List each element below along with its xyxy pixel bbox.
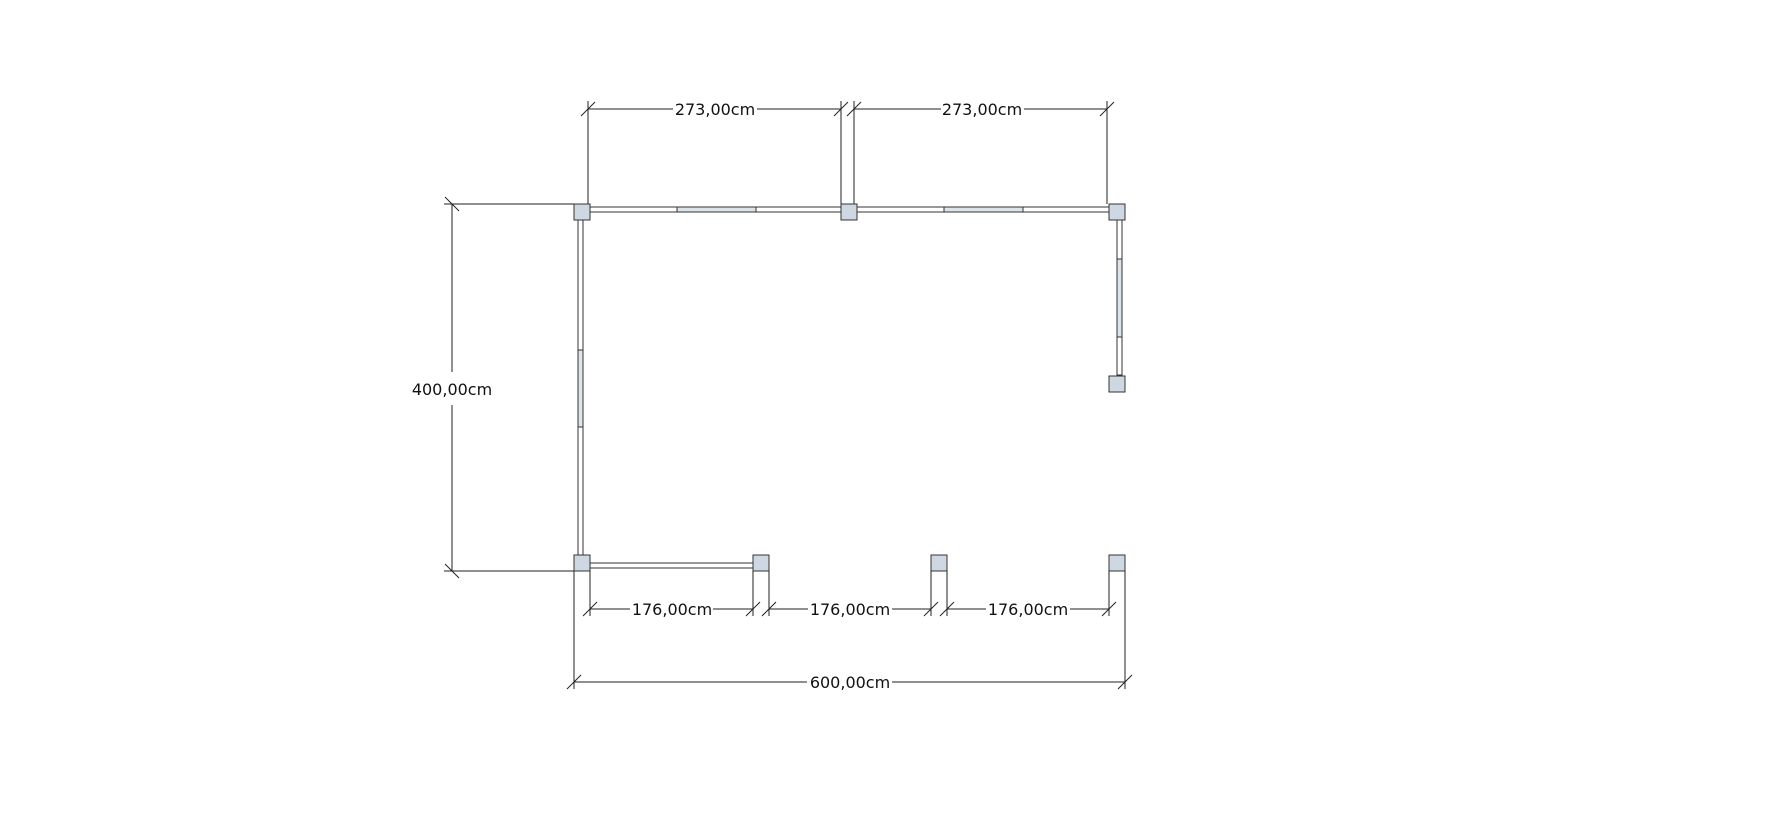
tick: [444, 563, 460, 579]
tick: [833, 101, 849, 117]
tick: [1099, 101, 1115, 117]
window-panel: [577, 349, 584, 428]
tick: [846, 101, 862, 117]
tick: [580, 101, 596, 117]
post-bottom-3: [930, 554, 948, 572]
window-panel: [943, 206, 1024, 213]
bottom-dimensions: 176,00cm 176,00cm 176,00cm: [582, 571, 1117, 619]
wall-bottom: [589, 562, 754, 569]
window-panel: [1116, 258, 1123, 338]
tick: [939, 601, 955, 617]
post-right-middle: [1108, 375, 1126, 393]
dim-label-total: 600,00cm: [810, 673, 890, 692]
post-top-left: [573, 203, 591, 221]
tick: [923, 601, 939, 617]
walls: [577, 206, 1123, 569]
tick: [582, 601, 598, 617]
tick: [745, 601, 761, 617]
tick: [761, 601, 777, 617]
post-bottom-2: [752, 554, 770, 572]
window-panel: [676, 206, 757, 213]
dim-label-top-left: 273,00cm: [675, 100, 755, 119]
total-dimension: 600,00cm: [566, 571, 1133, 692]
dim-label-bottom-3: 176,00cm: [988, 600, 1068, 619]
tick: [566, 674, 582, 690]
dim-label-left: 400,00cm: [412, 380, 492, 399]
post-bottom-left: [573, 554, 591, 572]
post-bottom-right: [1108, 554, 1126, 572]
top-dimensions: 273,00cm 273,00cm: [580, 100, 1115, 204]
tick: [1101, 601, 1117, 617]
posts: [573, 203, 1126, 572]
tick: [1117, 674, 1133, 690]
dim-label-bottom-1: 176,00cm: [632, 600, 712, 619]
tick: [444, 196, 460, 212]
dim-label-bottom-2: 176,00cm: [810, 600, 890, 619]
post-top-right: [1108, 203, 1126, 221]
left-dimension: 400,00cm: [412, 196, 575, 579]
dim-label-top-right: 273,00cm: [942, 100, 1022, 119]
post-top-middle: [840, 203, 858, 221]
